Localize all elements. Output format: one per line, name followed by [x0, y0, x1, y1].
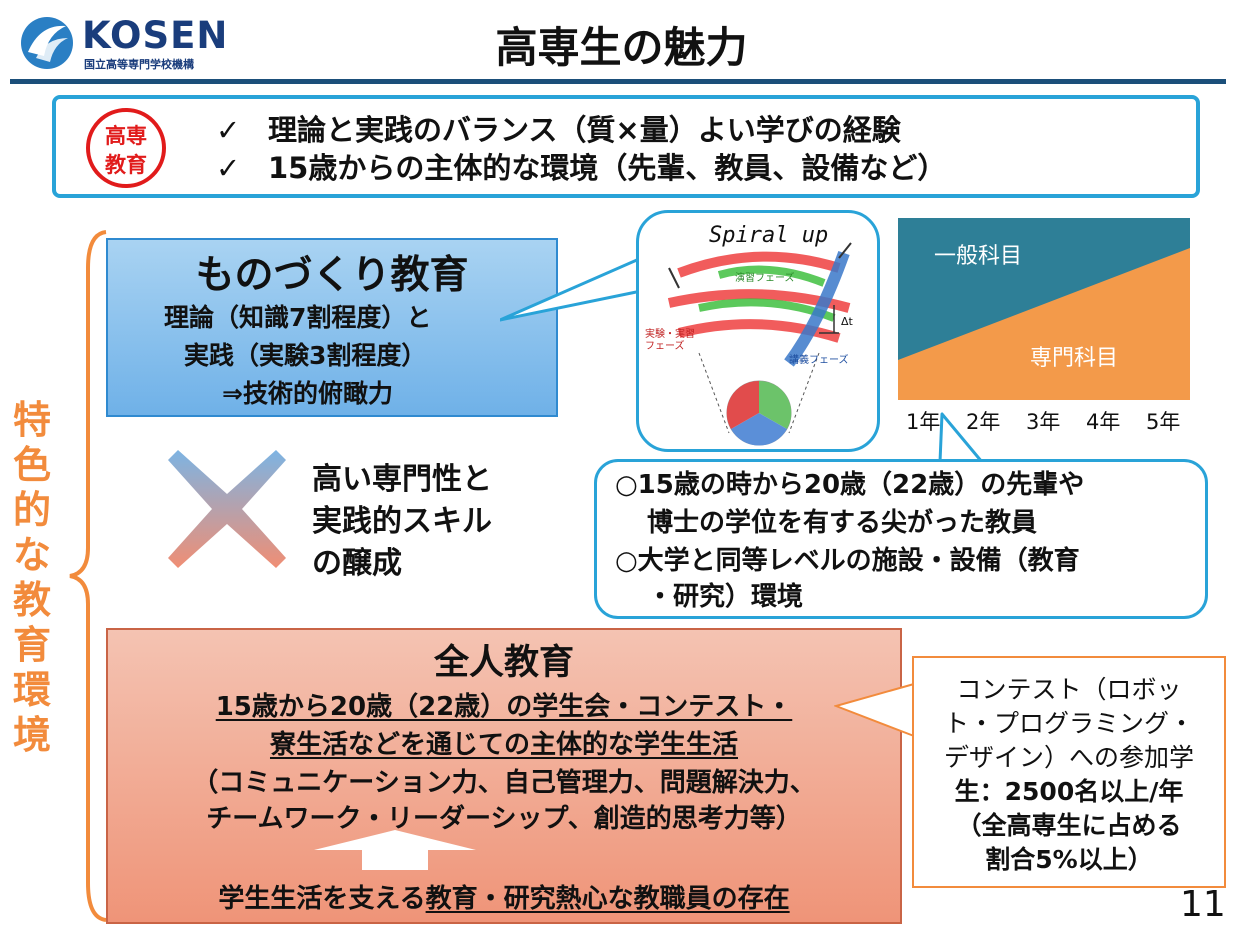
year-label: 4年: [1086, 410, 1121, 434]
contest-line-5: （全高専生に占める: [956, 811, 1182, 840]
general-subjects-label: 一般科目: [934, 244, 1023, 269]
side-label-char: 色: [12, 443, 51, 487]
page-title: 高専生の魅力: [495, 23, 748, 72]
summary-item-1: ✓ 理論と実践のバランス（質×量）よい学びの経験: [216, 107, 901, 149]
title-divider: [10, 79, 1226, 84]
contest-participation-box: コンテスト（ロボッ ト・プログラミング・ デザイン）への参加学 生：2500名以…: [912, 656, 1226, 888]
side-label-char: な: [12, 533, 51, 577]
specialized-subjects-label: 専門科目: [1030, 346, 1119, 371]
year-label: 2年: [966, 410, 1001, 434]
side-label-char: 環: [12, 668, 51, 712]
spiral-callout-pointer: [500, 254, 648, 322]
holistic-bottom-line: 学生生活を支える教育・研究熱心な教職員の存在: [108, 878, 900, 915]
holistic-line-1: 15歳から20歳（22歳）の学生会・コンテスト・: [215, 692, 793, 722]
side-label-char: 境: [12, 713, 51, 757]
holistic-education-box: 全人教育 15歳から20歳（22歳）の学生会・コンテスト・ 寮生活などを通じての…: [106, 628, 902, 924]
summary-item-1-text: 理論と実践のバランス（質×量）よい学びの経験: [268, 113, 901, 147]
subject-ratio-chart: [898, 218, 1190, 400]
year-label: 1年: [906, 410, 941, 434]
kosen-emblem-icon: [21, 17, 73, 69]
holistic-education-title: 全人教育: [433, 643, 574, 683]
cross-mark-icon: [168, 450, 286, 568]
monozukuri-box: ものづくり教育 理論（知識7割程度）と 実践（実験3割程度） ⇒技術的俯瞰力: [106, 238, 558, 417]
phase-experiment-label: 実験・実習 フェーズ: [645, 329, 695, 352]
summary-item-2: ✓ 15歳からの主体的な環境（先輩、教員、設備など）: [216, 145, 946, 187]
year-label: 3年: [1026, 410, 1061, 434]
phase-practice-label: 演習フェーズ: [735, 273, 795, 284]
contest-callout-pointer: [834, 683, 915, 737]
check-icon: ✓: [216, 113, 241, 147]
phase-lecture-label: 講義フェーズ: [789, 355, 849, 366]
specialized-subjects-area: [898, 248, 1190, 400]
up-arrow-icon: [314, 830, 476, 870]
cross-text-line-2: 実践的スキル: [312, 504, 492, 539]
kosen-logo: KOSEN 国立高等専門学校機構: [18, 14, 228, 74]
year-label: 5年: [1146, 410, 1181, 434]
contest-line-4: 生：2500名以上/年: [954, 777, 1184, 806]
monozukuri-line-3: ⇒技術的俯瞰力: [222, 379, 393, 408]
spiral-title: Spiral up: [709, 223, 829, 248]
holistic-bottom-prefix: 学生生活を支える: [218, 884, 426, 914]
holistic-line-4: チームワーク・リーダーシップ、創造的思考力等）: [206, 804, 802, 834]
seniors-faculty-bubble: ○15歳の時から20歳（22歳）の先輩や 博士の学位を有する尖がった教員 ○大学…: [594, 459, 1208, 619]
senior-line-3: ○大学と同等レベルの施設・設備（教育: [615, 546, 1080, 576]
cross-text-line-1: 高い専門性と: [312, 462, 492, 497]
contest-line-1: コンテスト（ロボッ: [956, 675, 1182, 704]
delta-t-label: Δt: [841, 315, 853, 328]
page-number: 11: [1180, 884, 1226, 925]
side-label: 特 色 的 な 教 育 環 境: [10, 398, 54, 758]
contest-line-3: デザイン）への参加学: [943, 743, 1194, 772]
senior-line-4: ・研究）環境: [647, 582, 804, 612]
summary-item-2-text: 15歳からの主体的な環境（先輩、教員、設備など）: [268, 151, 947, 185]
spiral-up-bubble: Spiral up 演習フェーズ 実験・実習 フェーズ 講義フェーズ Δt: [636, 210, 880, 452]
holistic-line-2: 寮生活などを通じての主体的な学生生活: [269, 730, 738, 760]
monozukuri-line-1: 理論（知識7割程度）と: [164, 303, 432, 332]
senior-callout-pointer: [938, 412, 984, 464]
contest-line-2: ト・プログラミング・: [943, 709, 1194, 738]
left-brace: [69, 230, 107, 922]
kosen-education-stamp: 高専 教育: [86, 108, 166, 188]
check-icon: ✓: [216, 151, 241, 185]
contest-line-6: 割合5%以上）: [985, 845, 1153, 874]
logo-text: KOSEN: [82, 14, 229, 57]
monozukuri-title: ものづくり教育: [195, 253, 469, 298]
senior-line-1: ○15歳の時から20歳（22歳）の先輩や: [615, 470, 1085, 500]
cross-text-line-3: の醸成: [312, 546, 402, 581]
side-label-char: 教: [12, 578, 51, 622]
summary-box: 高専 教育 ✓ 理論と実践のバランス（質×量）よい学びの経験 ✓ 15歳からの主体的…: [52, 95, 1200, 198]
stamp-line-1: 高専: [105, 124, 147, 148]
spiral-diagram-icon: [667, 242, 852, 446]
stamp-line-2: 教育: [105, 153, 147, 177]
holistic-bottom-underlined: 教育・研究熱心な教職員の存在: [425, 884, 790, 914]
side-label-char: 育: [12, 623, 51, 667]
monozukuri-line-2: 実践（実験3割程度）: [184, 341, 427, 370]
holistic-line-3: （コミュニケーション力、自己管理力、問題解決力、: [192, 768, 816, 798]
logo-subtitle: 国立高等専門学校機構: [84, 58, 194, 71]
side-label-char: 的: [12, 488, 51, 532]
side-label-char: 特: [12, 398, 51, 442]
senior-line-2: 博士の学位を有する尖がった教員: [647, 508, 1038, 538]
